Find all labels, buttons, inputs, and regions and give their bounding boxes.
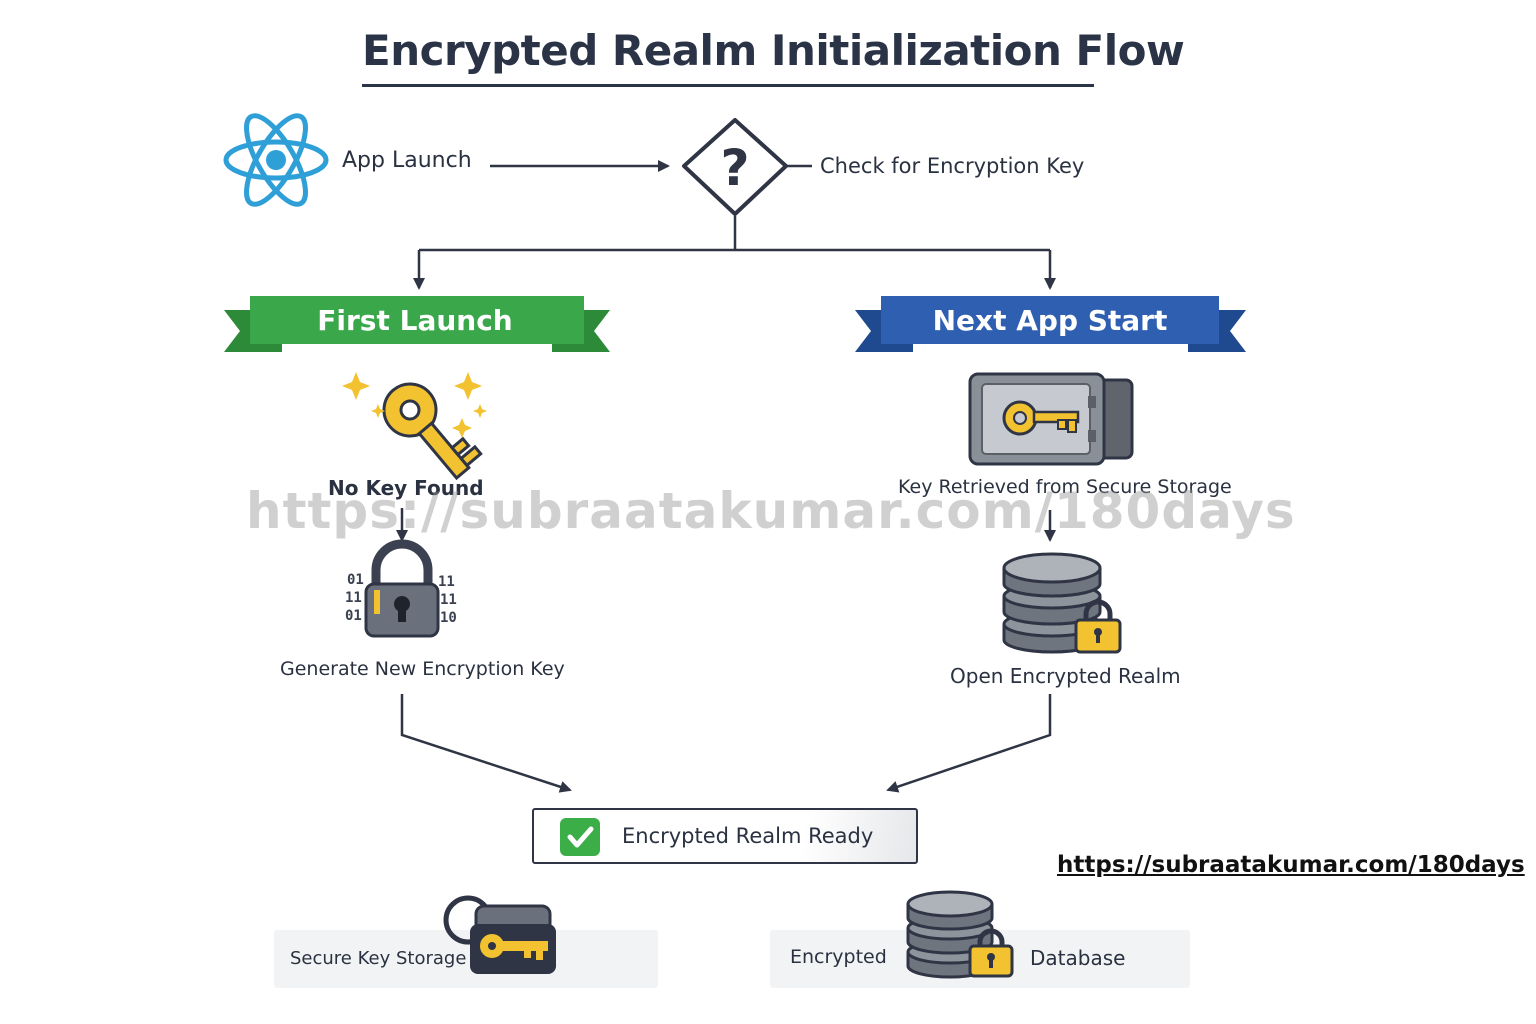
open-realm-label: Open Encrypted Realm bbox=[950, 664, 1181, 688]
key-ring-icon bbox=[443, 895, 556, 974]
arrow-open-to-ready bbox=[886, 694, 1052, 793]
svg-text:01: 01 bbox=[347, 572, 364, 588]
legend-database-label: Database bbox=[1030, 946, 1126, 970]
padlock-binary-icon: 01 11 01 11 11 10 bbox=[345, 539, 457, 638]
svg-text:11: 11 bbox=[438, 574, 455, 590]
check-key-label: Check for Encryption Key bbox=[820, 154, 1085, 178]
legend-database-lock-icon bbox=[906, 890, 1014, 979]
title-underline bbox=[362, 84, 1094, 87]
legend-encrypted-label: Encrypted bbox=[790, 946, 887, 968]
generate-key-label: Generate New Encryption Key bbox=[280, 658, 565, 680]
next-start-label: Next App Start bbox=[933, 304, 1168, 337]
svg-text:01: 01 bbox=[345, 608, 362, 624]
realm-ready-label: Encrypted Realm Ready bbox=[622, 824, 874, 848]
first-launch-banner: First Launch bbox=[224, 296, 610, 352]
check-icon bbox=[560, 818, 600, 856]
svg-text:11: 11 bbox=[345, 590, 362, 606]
arrow-generate-to-ready bbox=[400, 694, 572, 793]
app-launch-label: App Launch bbox=[342, 148, 472, 173]
legend-secure-storage-label: Secure Key Storage bbox=[290, 948, 467, 969]
next-start-banner: Next App Start bbox=[855, 296, 1246, 352]
site-link[interactable]: https://subraatakumar.com/180days bbox=[1057, 852, 1525, 878]
first-launch-label: First Launch bbox=[317, 304, 512, 337]
page-title: Encrypted Realm Initialization Flow bbox=[362, 26, 1185, 75]
watermark-text: https://subraatakumar.com/180days bbox=[246, 482, 1296, 540]
database-lock-icon bbox=[1002, 552, 1122, 654]
safe-key-icon bbox=[968, 372, 1134, 466]
svg-text:10: 10 bbox=[440, 610, 457, 626]
golden-key-icon bbox=[342, 372, 487, 481]
decision-symbol: ? bbox=[720, 139, 749, 197]
decision-diamond: ? bbox=[682, 118, 788, 216]
no-key-found-label: No Key Found bbox=[328, 476, 484, 500]
key-retrieved-label: Key Retrieved from Secure Storage bbox=[898, 476, 1232, 498]
svg-text:11: 11 bbox=[440, 592, 457, 608]
